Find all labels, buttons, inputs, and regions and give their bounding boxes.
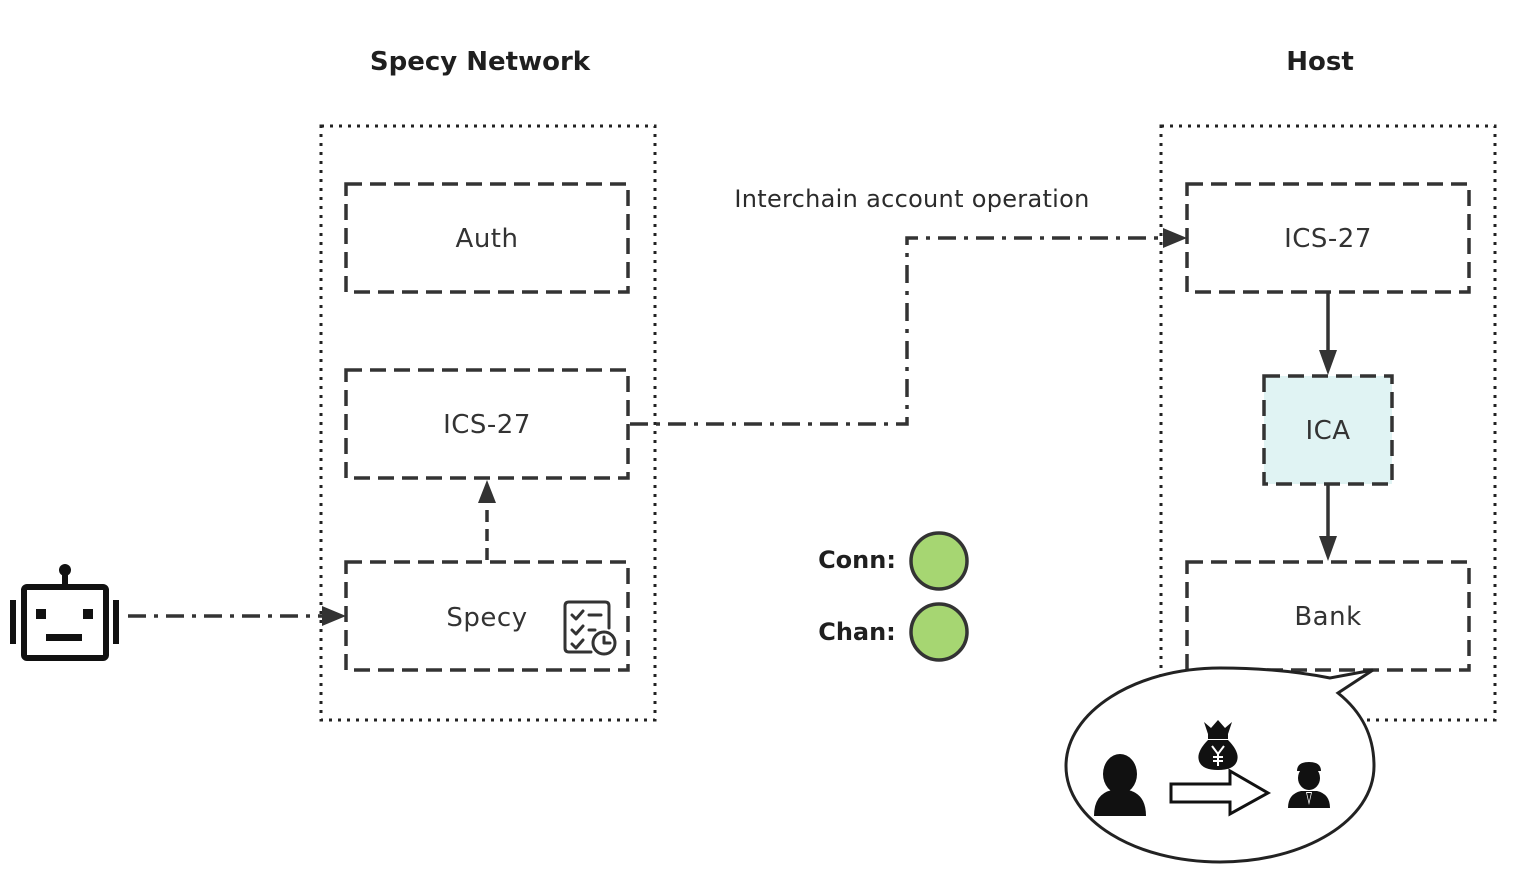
- businessman-icon: [1288, 762, 1330, 808]
- host-container: [1159, 124, 1497, 722]
- conn-label: Conn:: [818, 546, 896, 574]
- specy-ics27-label: ICS-27: [443, 410, 531, 440]
- arrow-right-outline-icon: [1169, 768, 1272, 817]
- task-schedule-icon: [563, 600, 617, 656]
- money-bag-yen-icon: [1198, 720, 1238, 770]
- conn-status-indicator: [909, 531, 969, 591]
- specy-module-node: Specy: [344, 560, 630, 672]
- host-ica-label: ICA: [1305, 416, 1350, 446]
- specy-module-label: Specy: [446, 603, 527, 633]
- specy-auth-node: Auth: [344, 182, 630, 294]
- specy-ics27-node: ICS-27: [344, 368, 630, 480]
- host-bank-label: Bank: [1294, 602, 1361, 632]
- host-title: Host: [1286, 47, 1354, 77]
- host-ica-node: ICA: [1262, 374, 1394, 486]
- robot-icon: [10, 564, 119, 661]
- edge-robot-to-specy-arrowhead: [322, 606, 346, 626]
- edge-specy-to-ics27-arrowhead: [478, 480, 496, 503]
- person-icon: [1094, 754, 1146, 816]
- edge-ica-to-bank-arrowhead: [1319, 536, 1337, 561]
- host-ics27-node: ICS-27: [1185, 182, 1471, 294]
- edge-interchain-operation: [630, 236, 1165, 426]
- specy-auth-label: Auth: [456, 224, 519, 254]
- chan-label: Chan:: [818, 618, 896, 646]
- edge-interchain-operation-arrowhead: [1163, 228, 1187, 248]
- edge-host-ics27-to-ica-arrowhead: [1319, 350, 1337, 375]
- specy-network-container: [319, 124, 657, 722]
- host-ics27-label: ICS-27: [1284, 224, 1372, 254]
- chan-status-indicator: [909, 602, 969, 662]
- host-bank-node: Bank: [1185, 560, 1471, 672]
- interchain-operation-label: Interchain account operation: [734, 185, 1089, 213]
- specy-network-title: Specy Network: [370, 47, 591, 77]
